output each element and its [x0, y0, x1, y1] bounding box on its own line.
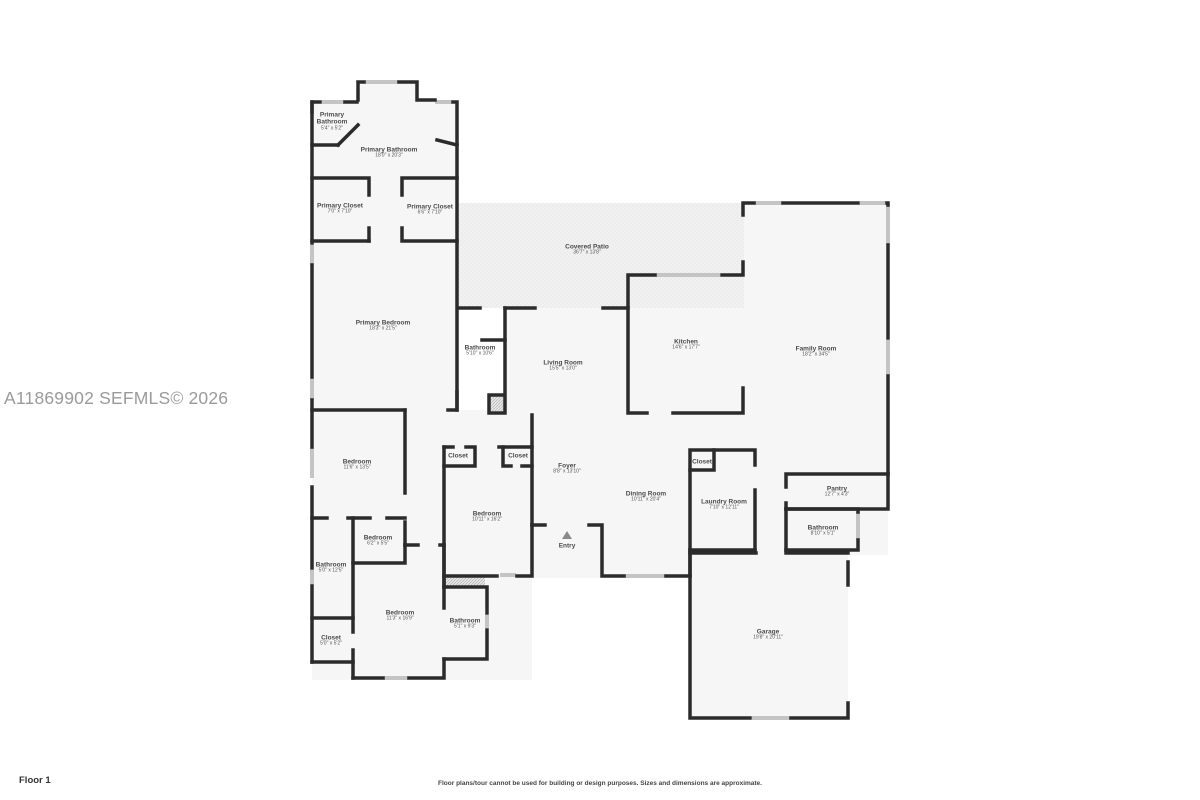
entry-label: Entry	[559, 542, 576, 549]
room-name: Bathroom	[807, 524, 839, 532]
room-label-primary-bedroom: Primary Bedroom 18'3" x 21'5"	[356, 319, 411, 332]
room-label-family-room: Family Room 18'2" x 34'5"	[796, 345, 837, 358]
room-name: Primary	[319, 111, 345, 119]
room-name: Living Room	[543, 359, 583, 367]
room-label-garage: Garage 19'8" x 20'11"	[753, 628, 783, 641]
room-name: Kitchen	[674, 338, 698, 346]
room-label-bedroom-3: Bedroom 11'3" x 16'9"	[386, 609, 415, 622]
windows	[310, 80, 890, 720]
room-name: Closet	[692, 458, 712, 466]
room-dimensions: 8'10" x 5'1"	[810, 530, 836, 537]
room-name: Pantry	[826, 485, 848, 493]
room-name: Bedroom	[342, 458, 372, 466]
room-label-foyer: Foyer 8'8" x 13'10"	[553, 462, 580, 475]
room-dimensions: 18'2" x 34'5"	[802, 351, 830, 358]
room-dimensions: 10'11" x 20'4"	[631, 496, 661, 503]
room-dimensions: 18'3" x 21'5"	[369, 325, 397, 332]
room-dimensions: 5'0" x 5'2"	[320, 640, 342, 647]
room-dimensions: 14'6" x 17'7"	[672, 344, 700, 351]
room-label-bathroom-left: Bathroom 5'0" x 12'5"	[316, 561, 347, 574]
room-dimensions: 11'3" x 16'9"	[386, 615, 414, 622]
room-name: Laundry Room	[701, 498, 747, 506]
room-dimensions: 10'11" x 16'2"	[472, 516, 502, 523]
room-name: Primary Bathroom	[360, 146, 418, 154]
mls-watermark: A11869902 SEFMLS© 2026	[4, 388, 229, 408]
entry-arrow-icon	[562, 531, 572, 539]
room-dimensions: 6'6" x 7'10"	[417, 209, 443, 216]
room-dimensions: 5'10" x 10'6"	[466, 350, 494, 357]
room-dimensions: 5'0" x 12'5"	[318, 567, 344, 574]
room-dimensions: 7'0" x 7'10"	[327, 208, 353, 215]
room-name: Bedroom	[363, 534, 393, 542]
room-dimensions: 11'6" x 13'5"	[343, 464, 371, 471]
room-name: Family Room	[795, 345, 837, 353]
room-label-primary-closet-right: Primary Closet 6'6" x 7'10"	[407, 203, 453, 216]
room-name: Covered Patio	[565, 243, 609, 251]
floor-label: Floor 1	[19, 775, 51, 786]
room-label-closet-bottom: Closet 5'0" x 5'2"	[320, 634, 342, 647]
room-name: Dining Room	[625, 490, 667, 498]
room-dimensions: 15'5" x 13'0"	[549, 365, 577, 372]
room-name: Primary Closet	[407, 203, 453, 211]
disclaimer-text: Floor plans/tour cannot be used for buil…	[438, 780, 762, 787]
room-label-closet-laundry: Closet	[692, 458, 712, 465]
room-label-bedroom-small: Bedroom 6'2" x 5'5"	[364, 534, 393, 547]
room-dimensions: 5'1" x 9'3"	[454, 623, 476, 630]
room-name: Closet	[321, 634, 341, 642]
room-dimensions: 12'7" x 4'3"	[824, 491, 850, 498]
room-dimensions: 6'2" x 5'5"	[367, 540, 389, 547]
room-label-pantry: Pantry 12'7" x 4'3"	[825, 485, 850, 498]
room-dimensions: 18'0" x 20'3"	[375, 152, 403, 159]
room-name: Primary Bedroom	[355, 319, 411, 327]
room-name-line2: Bathroom	[316, 119, 348, 127]
room-name: Primary Closet	[317, 202, 363, 210]
room-name: Bathroom	[315, 561, 347, 569]
room-name: Closet	[448, 452, 468, 460]
room-label-closet-b: Closet	[508, 452, 528, 459]
room-label-covered-patio: Covered Patio 36'7" x 13'8"	[565, 243, 609, 256]
room-dimensions: 36'7" x 13'8"	[573, 249, 601, 256]
room-label-bedroom-2: Bedroom 10'11" x 16'2"	[472, 510, 502, 523]
room-label-primary-bathroom-small: Primary Bathroom 5'4" x 5'2"	[317, 112, 348, 133]
room-name: Bedroom	[472, 510, 502, 518]
room-dimensions: 19'8" x 20'11"	[753, 634, 783, 641]
room-label-bathroom-bottom: Bathroom 5'1" x 9'3"	[450, 617, 481, 630]
entry-label-text: Entry	[558, 542, 576, 550]
room-label-bedroom-1: Bedroom 11'6" x 13'5"	[343, 458, 372, 471]
room-name: Bathroom	[449, 617, 481, 625]
room-dimensions: 5'4" x 5'2"	[321, 125, 343, 132]
room-name: Foyer	[558, 462, 576, 470]
covered-patio-surface	[458, 203, 744, 308]
room-dimensions: 7'10" x 12'11"	[709, 504, 739, 511]
room-label-dining-room: Dining Room 10'11" x 20'4"	[626, 490, 666, 503]
room-name: Garage	[756, 628, 780, 636]
walls	[310, 80, 890, 720]
room-name: Bedroom	[385, 609, 415, 617]
room-label-kitchen: Kitchen 14'6" x 17'7"	[672, 338, 699, 351]
room-label-closet-a: Closet	[448, 452, 468, 459]
room-label-bathroom-patio: Bathroom 5'10" x 10'6"	[465, 344, 496, 357]
floor-fills	[312, 82, 888, 718]
room-name: Closet	[508, 452, 528, 460]
room-label-primary-closet-left: Primary Closet 7'0" x 7'10"	[317, 202, 363, 215]
room-label-laundry-room: Laundry Room 7'10" x 12'11"	[701, 498, 747, 511]
room-dimensions: 8'8" x 13'10"	[553, 468, 581, 475]
room-label-primary-bathroom: Primary Bathroom 18'0" x 20'3"	[361, 146, 418, 159]
room-label-living-room: Living Room 15'5" x 13'0"	[543, 359, 582, 372]
room-name: Bathroom	[464, 344, 496, 352]
room-label-bathroom-pantry: Bathroom 8'10" x 5'1"	[808, 524, 839, 537]
